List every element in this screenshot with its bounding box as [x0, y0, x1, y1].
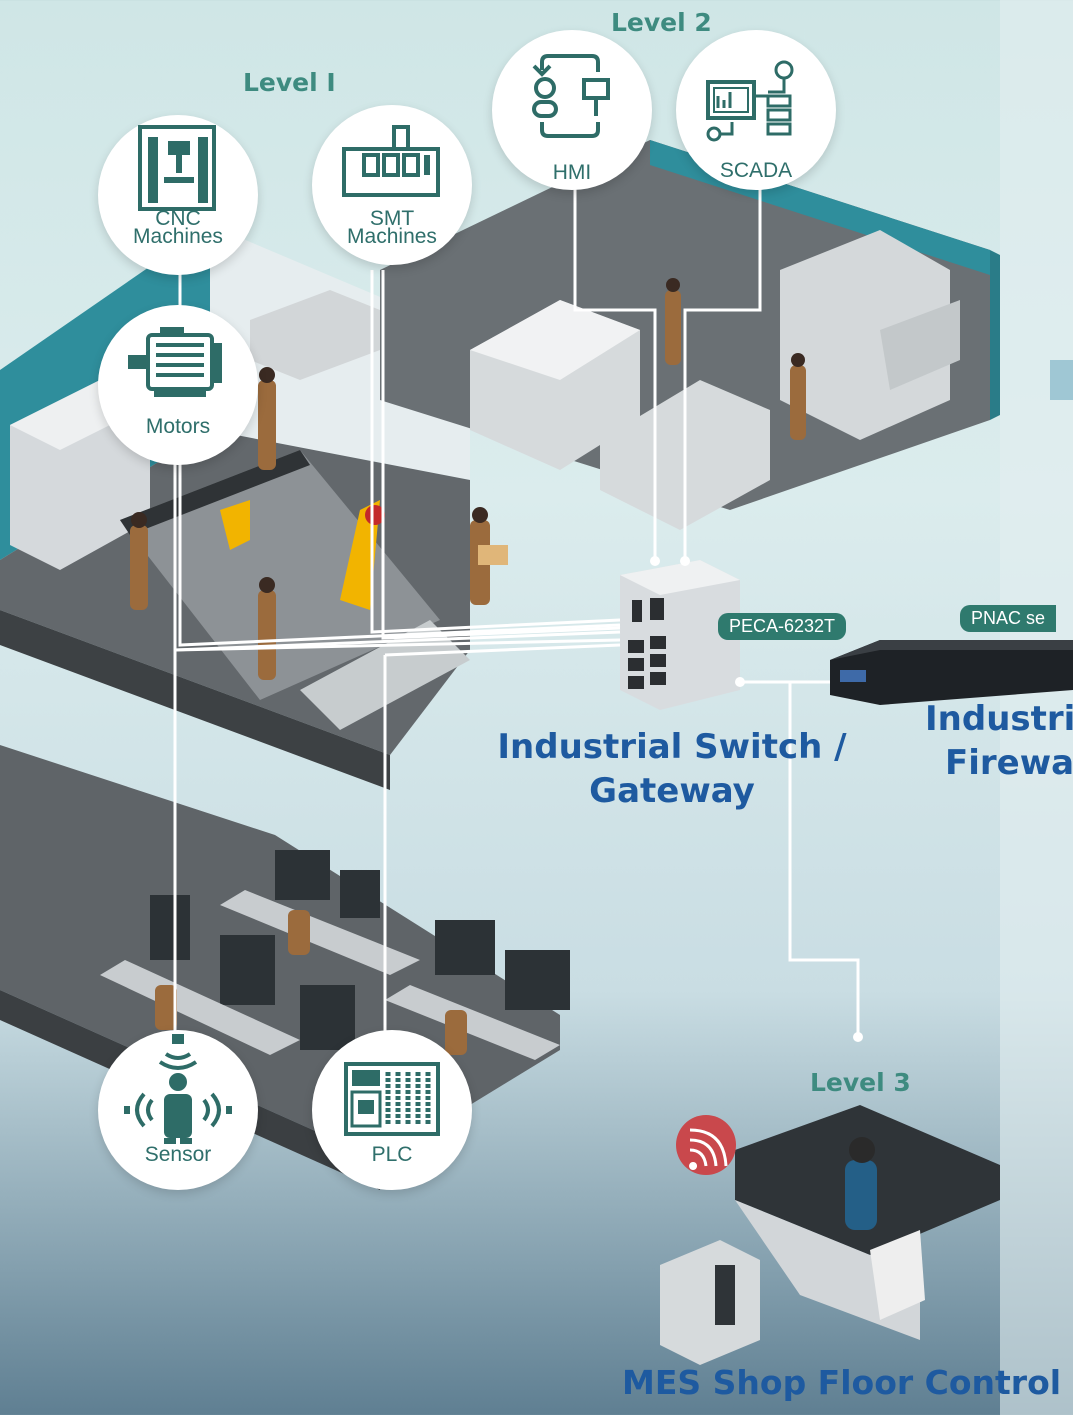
scada-icon — [706, 60, 794, 142]
robot-arm — [220, 500, 385, 610]
smt-label-line1: SMT — [369, 207, 415, 230]
level-1-label: Level I — [243, 68, 336, 97]
switch-title-line2: Gateway — [589, 771, 755, 811]
hmi-node: HMI — [492, 30, 652, 190]
level-3-label: Level 3 — [810, 1068, 911, 1097]
machine-room2-a — [470, 300, 640, 470]
switch-model-tag: PECA-6232T — [718, 613, 847, 640]
industrial-switch-device — [620, 560, 740, 710]
smt-machines-node: SMT Machines — [312, 105, 472, 265]
mes-title: MES Shop Floor Control — [622, 1363, 1062, 1402]
plc-icon — [344, 1062, 440, 1136]
cnc-label-line1: CNC — [155, 207, 201, 230]
plc-node: PLC — [312, 1030, 472, 1190]
wifi-icon — [676, 1115, 736, 1175]
firewall-title-line1: Industri — [925, 699, 1073, 739]
scada-label: SCADA — [719, 159, 793, 182]
switch-title-line1: Industrial Switch / — [497, 727, 847, 767]
smt-machine-icon — [342, 125, 440, 197]
sensor-node: Sensor — [98, 1030, 258, 1190]
motors-node: Motors — [98, 305, 258, 465]
machine-room2-c — [780, 230, 960, 440]
sensor-icon — [124, 1034, 232, 1144]
cnc-machine-icon — [138, 125, 216, 211]
smt-label-line2: Machines — [347, 225, 437, 248]
sensor-label: Sensor — [144, 1143, 212, 1166]
level-2-label: Level 2 — [611, 8, 712, 37]
firewall-device — [830, 640, 1073, 705]
mes-workstation — [660, 1105, 1000, 1365]
hmi-label: HMI — [552, 161, 592, 184]
firewall-title-line2: Firewal — [945, 743, 1073, 783]
plc-label: PLC — [371, 1143, 413, 1166]
scada-node: SCADA — [676, 30, 836, 190]
hmi-icon — [532, 54, 610, 138]
motor-icon — [128, 327, 222, 397]
cnc-label-line2: Machines — [133, 225, 223, 248]
motors-label: Motors — [145, 415, 211, 438]
firewall-model-tag: PNAC se — [960, 605, 1057, 632]
machine-room1-right — [250, 290, 380, 380]
cnc-machines-node: CNC Machines — [98, 115, 258, 275]
